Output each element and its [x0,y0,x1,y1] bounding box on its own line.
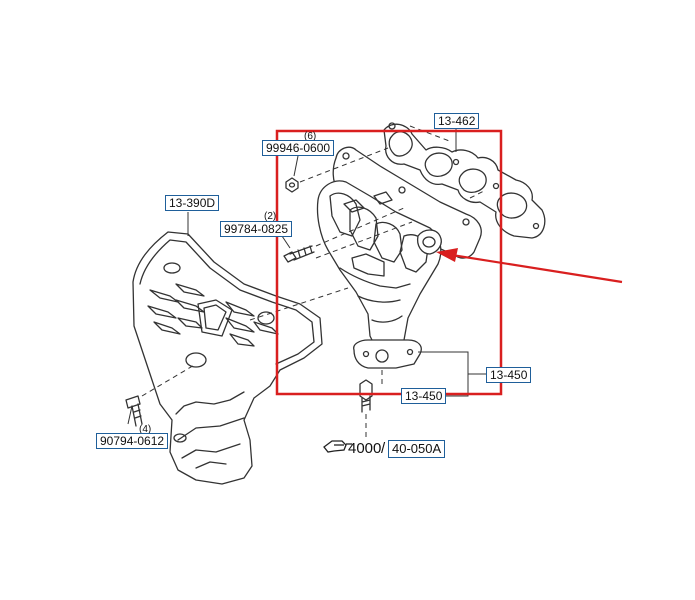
outlet-stud[interactable] [359,379,373,413]
assembly-lines [141,125,487,440]
label-nut[interactable]: 99946-0600 [262,140,335,156]
leader-lines [127,128,488,425]
pointing-hand-icon [323,440,352,453]
qty-nut: (6) [304,131,317,142]
label-insulator-bolt[interactable]: 90794-0612 [96,433,169,449]
qty-stud: (2) [264,211,277,222]
label-gasket[interactable]: 13-462 [434,113,480,129]
heat-insulator[interactable] [132,231,323,485]
label-manifold-sub[interactable]: 13-450 [401,388,447,404]
reference-page: 4000 [348,440,382,457]
manifold-stud[interactable] [283,245,315,263]
label-heat-insulator[interactable]: 13-390D [165,195,220,211]
qty-insulator-bolt: (4) [139,424,152,435]
label-reference-figure[interactable]: 40-050A [388,440,446,458]
reference-slash: / [381,440,386,457]
highlight-arrow [436,248,623,284]
manifold-nut[interactable] [285,177,299,193]
label-stud[interactable]: 99784-0825 [220,221,293,237]
insulator-bolt[interactable] [125,395,143,427]
label-manifold[interactable]: 13-450 [486,367,532,383]
